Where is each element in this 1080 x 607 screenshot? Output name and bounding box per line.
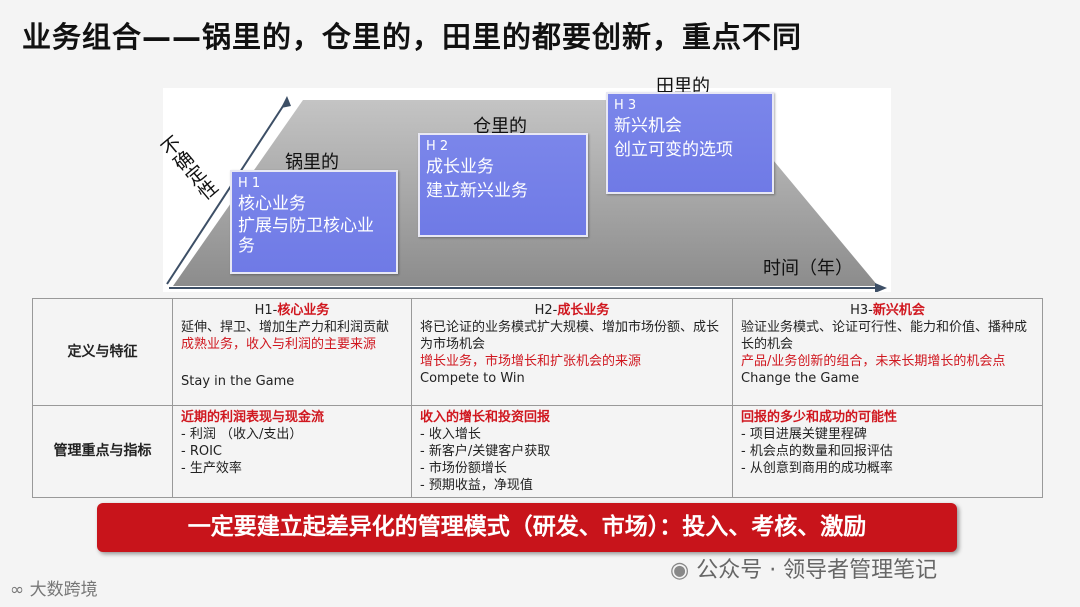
motto: Compete to Win bbox=[420, 371, 525, 386]
metric: - 从创意到商用的成功概率 bbox=[741, 461, 893, 476]
col-name: 成长业务 bbox=[557, 303, 610, 318]
horizon-box-h2: H 2 成长业务 建立新兴业务 bbox=[418, 133, 588, 237]
horizon-label: 锅里的 bbox=[285, 152, 339, 173]
metric: - 收入增长 bbox=[420, 427, 481, 442]
metrics-cell-h3: 回报的多少和成功的可能性 - 项目进展关键里程碑 - 机会点的数量和回报评估 -… bbox=[732, 405, 1043, 498]
definition-cell-h3: H3-新兴机会 验证业务模式、论证可行性、能力和价值、播种成长的机会 产品/业务… bbox=[732, 298, 1043, 406]
table-row: 管理重点与指标 近期的利润表现与现金流 - 利润 （收入/支出） - ROIC … bbox=[32, 405, 1043, 498]
watermark: ◉ 公众号 · 领导者管理笔记 bbox=[670, 552, 937, 584]
col-prefix: H1- bbox=[254, 303, 278, 318]
table-row: 定义与特征 H1-核心业务 延伸、捍卫、增加生产力和利润贡献 成熟业务，收入与利… bbox=[32, 298, 1043, 406]
metrics-cell-h1: 近期的利润表现与现金流 - 利润 （收入/支出） - ROIC - 生产效率 bbox=[172, 405, 412, 498]
y-axis-arrow bbox=[166, 99, 288, 285]
focus: 收入的增长和投资回报 bbox=[420, 410, 551, 425]
definition-cell-h1: H1-核心业务 延伸、捍卫、增加生产力和利润贡献 成熟业务，收入与利润的主要来源… bbox=[172, 298, 412, 406]
desc: 将已论证的业务模式扩大规模、增加市场份额、成长为市场机会 bbox=[420, 320, 720, 352]
horizon-box-h1: H 1 核心业务 扩展与防卫核心业务 bbox=[230, 170, 398, 274]
col-prefix: H2- bbox=[534, 303, 558, 318]
metric: - 生产效率 bbox=[181, 461, 242, 476]
page-title: 业务组合——锅里的，仓里的，田里的都要创新，重点不同 bbox=[22, 20, 803, 54]
highlight: 成熟业务，收入与利润的主要来源 bbox=[181, 337, 377, 352]
definition-cell-h2: H2-成长业务 将已论证的业务模式扩大规模、增加市场份额、成长为市场机会 增长业… bbox=[411, 298, 733, 406]
x-axis-label: 时间（年） bbox=[763, 258, 853, 279]
horizon-code: H 3 bbox=[614, 98, 637, 113]
highlight: 增长业务，市场增长和扩张机会的来源 bbox=[420, 354, 642, 369]
horizon-line: 核心业务 bbox=[238, 194, 306, 214]
row-header: 管理重点与指标 bbox=[32, 405, 173, 498]
motto: Stay in the Game bbox=[181, 374, 295, 389]
horizon-line: 建立新兴业务 bbox=[426, 181, 528, 201]
metric: - 利润 （收入/支出） bbox=[181, 427, 303, 442]
horizon-label: 田里的 bbox=[656, 76, 710, 97]
horizon-line: 新兴机会 bbox=[614, 116, 682, 136]
col-name: 新兴机会 bbox=[872, 303, 925, 318]
logo-text: 大数跨境 bbox=[29, 580, 98, 600]
metric: - 项目进展关键里程碑 bbox=[741, 427, 867, 442]
logo: ∞ 大数跨境 bbox=[10, 575, 98, 600]
metric: - 市场份额增长 bbox=[420, 461, 507, 476]
horizon-code: H 1 bbox=[238, 176, 261, 191]
col-name: 核心业务 bbox=[277, 303, 330, 318]
motto: Change the Game bbox=[741, 371, 860, 386]
horizon-line: 成长业务 bbox=[426, 157, 494, 177]
logo-icon: ∞ bbox=[10, 580, 25, 600]
conclusion-banner: 一定要建立起差异化的管理模式（研发、市场）：投入、考核、激励 bbox=[97, 503, 957, 552]
horizon-code: H 2 bbox=[426, 139, 449, 154]
metrics-cell-h2: 收入的增长和投资回报 - 收入增长 - 新客户/关键客户获取 - 市场份额增长 … bbox=[411, 405, 733, 498]
horizon-line: 创立可变的选项 bbox=[614, 140, 733, 160]
focus: 回报的多少和成功的可能性 bbox=[741, 410, 898, 425]
desc: 验证业务模式、论证可行性、能力和价值、播种成长的机会 bbox=[741, 320, 1028, 352]
wechat-icon: ◉ bbox=[670, 558, 690, 583]
watermark-text: 公众号 · 领导者管理笔记 bbox=[696, 558, 938, 583]
metric: - 预期收益，净现值 bbox=[420, 478, 533, 493]
row-header: 定义与特征 bbox=[32, 298, 173, 406]
col-prefix: H3- bbox=[850, 303, 873, 318]
horizon-label: 仓里的 bbox=[473, 116, 527, 137]
focus: 近期的利润表现与现金流 bbox=[181, 410, 325, 425]
metric: - 机会点的数量和回报评估 bbox=[741, 444, 893, 459]
horizon-box-h3: H 3 新兴机会 创立可变的选项 bbox=[606, 92, 774, 194]
metric: - 新客户/关键客户获取 bbox=[420, 444, 551, 459]
desc: 延伸、捍卫、增加生产力和利润贡献 bbox=[181, 320, 390, 335]
horizon-line: 扩展与防卫核心业务 bbox=[238, 216, 374, 256]
metric: - ROIC bbox=[181, 444, 222, 459]
highlight: 产品/业务创新的组合，未来长期增长的机会点 bbox=[741, 354, 1006, 369]
horizon-diagram: 不确定性 时间（年） 锅里的 H 1 核心业务 扩展与防卫核心业务 仓里的 H … bbox=[155, 76, 891, 292]
horizon-table: 定义与特征 H1-核心业务 延伸、捍卫、增加生产力和利润贡献 成熟业务，收入与利… bbox=[32, 298, 1043, 498]
